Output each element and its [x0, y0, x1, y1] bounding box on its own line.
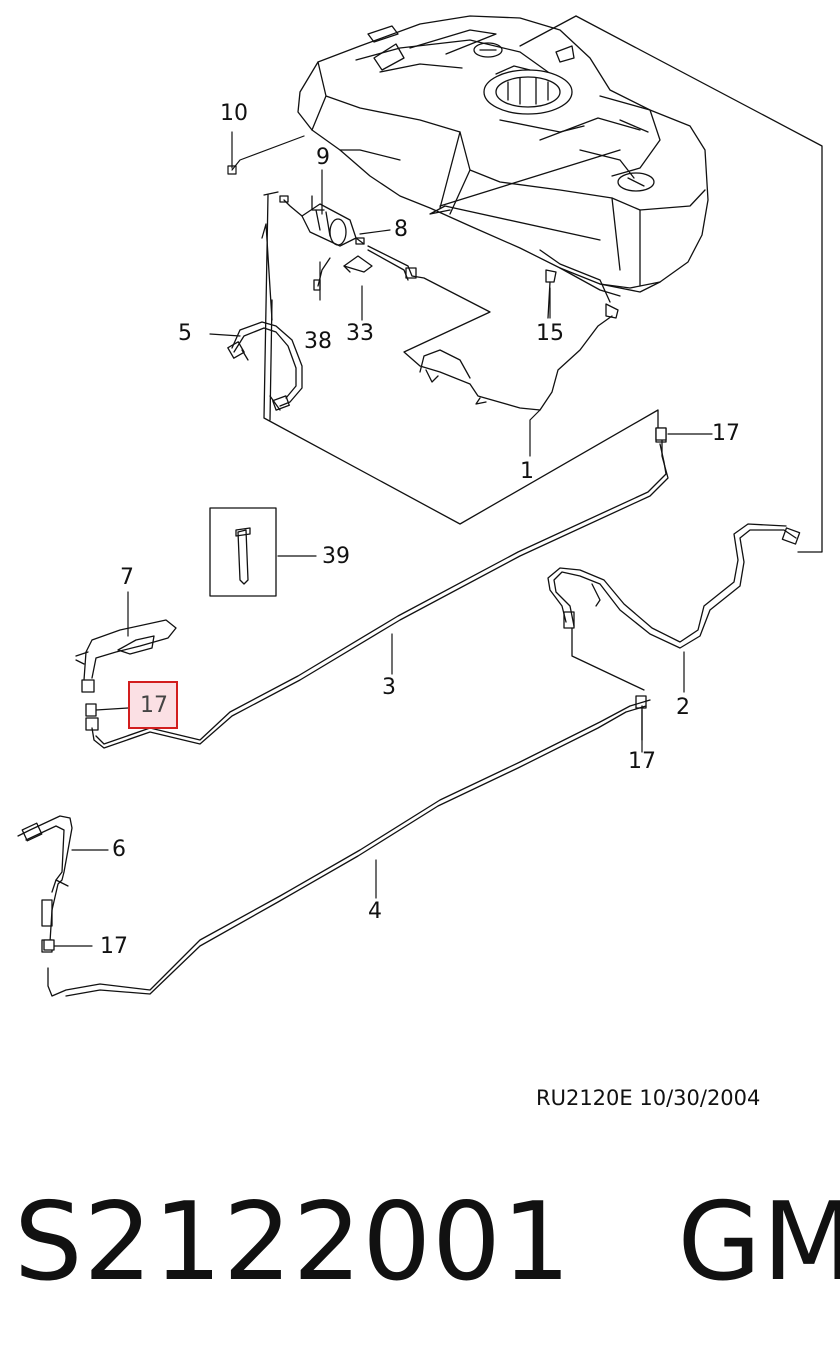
callout-7: 7 [120, 565, 134, 590]
pipe-7 [75, 619, 177, 693]
callout-17-highlighted: 17 [140, 693, 168, 718]
pipe-1 [367, 245, 619, 411]
pipe-4 [47, 695, 651, 997]
callout-5: 5 [178, 321, 192, 346]
callout-8: 8 [394, 217, 408, 242]
callout-33: 33 [346, 321, 374, 346]
callout-17-c: 17 [628, 749, 656, 774]
callout-38: 38 [304, 329, 332, 354]
fuel-filter [261, 195, 365, 321]
callout-2: 2 [676, 695, 690, 720]
callout-17-d: 17 [100, 934, 128, 959]
pipe-6 [17, 815, 73, 953]
drawing-code: RU2120E 10/30/2004 [536, 1086, 761, 1110]
callout-3: 3 [382, 675, 396, 700]
callout-6: 6 [112, 837, 126, 862]
callout-15: 15 [536, 321, 564, 346]
callout-leaders [53, 131, 713, 947]
highlight-box [128, 681, 178, 729]
callout-9: 9 [316, 145, 330, 170]
callout-4: 4 [368, 899, 382, 924]
callout-17-a: 17 [712, 421, 740, 446]
tie-strap-39 [209, 507, 277, 597]
callout-1: 1 [520, 459, 534, 484]
clips-17 [43, 427, 667, 951]
fuel-tank [297, 15, 709, 297]
filter-bracket-hardware [313, 255, 373, 291]
pipe-5 [227, 321, 303, 411]
pipe-2 [547, 523, 801, 691]
callout-10: 10 [220, 101, 248, 126]
reference-lines [263, 15, 823, 553]
part-number: S2122001 GM [14, 1180, 840, 1305]
callout-39: 39 [322, 544, 350, 569]
